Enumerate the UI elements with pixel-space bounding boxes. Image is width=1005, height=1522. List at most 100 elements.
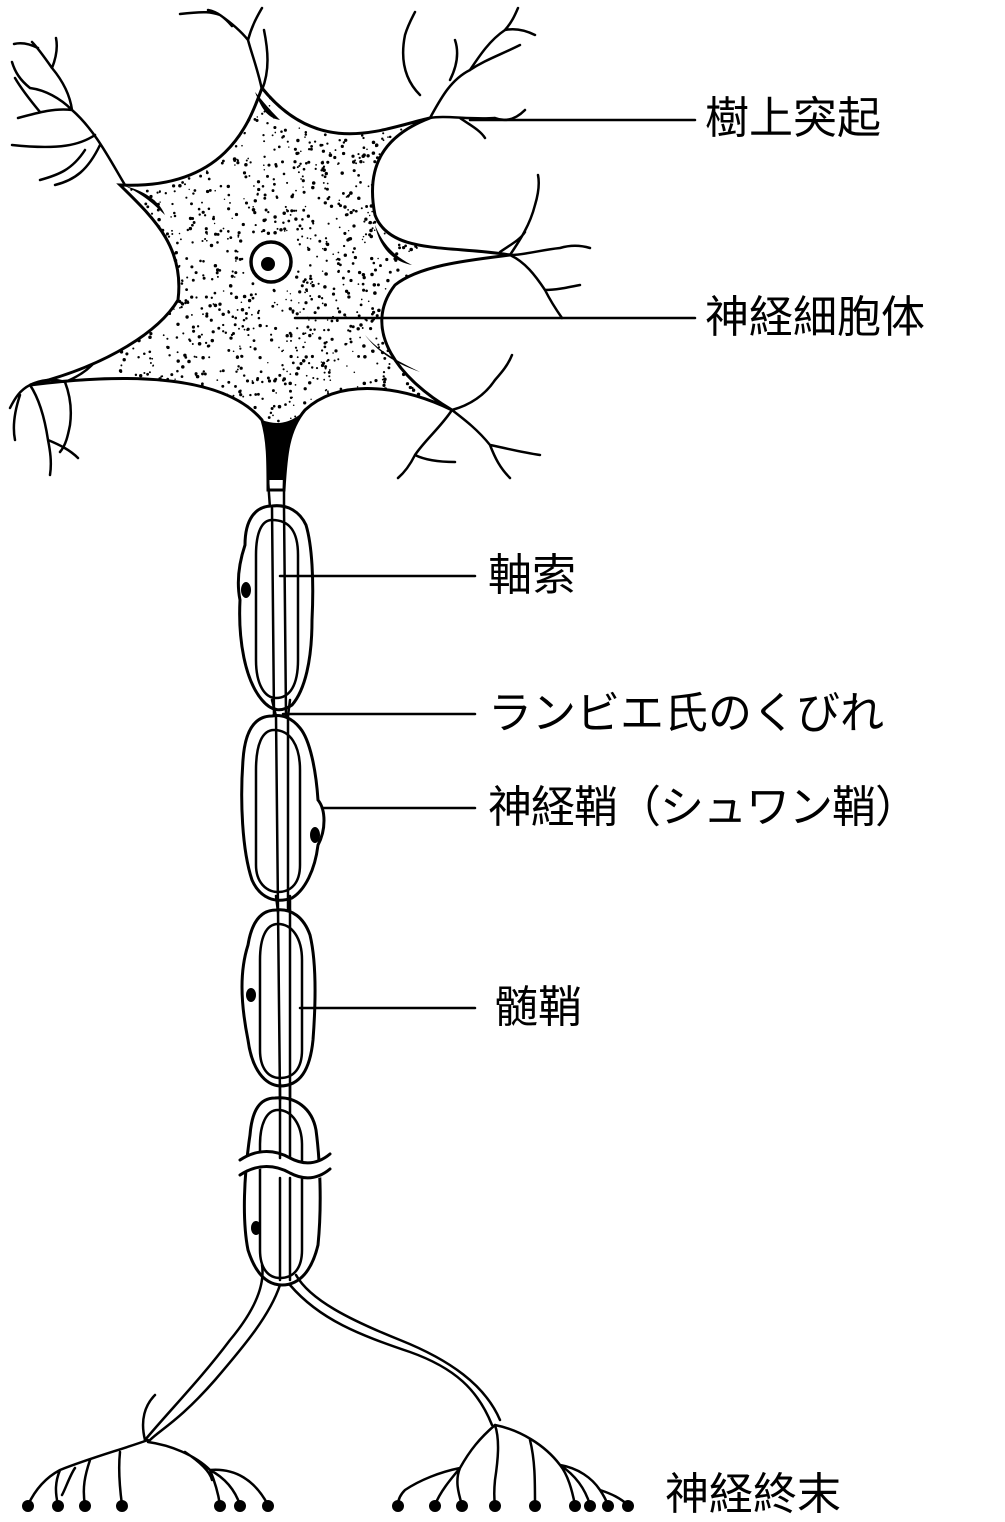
stipple-dot [271, 189, 275, 193]
stipple-dot [251, 282, 255, 286]
stipple-dot [349, 191, 353, 195]
stipple-dot [288, 146, 290, 148]
stipple-dot [291, 361, 295, 365]
stipple-dot [342, 283, 345, 286]
stipple-dot [261, 112, 264, 115]
stipple-dot [281, 160, 284, 164]
break-mark-bottom [238, 1165, 332, 1180]
stipple-dot [310, 145, 313, 148]
stipple-dot [352, 169, 356, 173]
stipple-dot [136, 183, 139, 187]
stipple-dot [330, 337, 334, 341]
stipple-dot [361, 272, 366, 277]
stipple-dot [320, 297, 324, 300]
stipple-dot [234, 212, 239, 217]
stipple-dot [158, 377, 162, 381]
stipple-dot [316, 306, 320, 310]
stipple-dot [316, 255, 319, 258]
stipple-dot [203, 214, 207, 217]
stipple-dot [302, 167, 306, 171]
stipple-dot [383, 232, 386, 235]
stipple-dot [193, 189, 197, 192]
stipple-dot [383, 356, 387, 360]
stipple-dot [349, 340, 353, 344]
stipple-dot [264, 208, 268, 212]
myelin-segment-4 [236, 1096, 332, 1287]
stipple-dot [321, 143, 324, 147]
ranvier-node-3 [278, 1082, 292, 1102]
stipple-dot [185, 257, 189, 260]
stipple-dot [239, 239, 243, 243]
schwann-nucleus-2 [310, 827, 320, 843]
stipple-dot [384, 288, 387, 290]
stipple-dot [400, 128, 403, 131]
stipple-dot [298, 127, 301, 129]
stipple-dot [306, 246, 309, 249]
stipple-dot [386, 278, 390, 283]
stipple-dot [125, 352, 129, 356]
stipple-dot [409, 247, 413, 252]
stipple-dot [348, 236, 353, 241]
stipple-dot [354, 209, 358, 213]
stipple-dot [329, 151, 331, 154]
stipple-dot [357, 153, 360, 156]
stipple-dot [149, 332, 153, 336]
stipple-dot [283, 227, 287, 231]
stipple-dot [266, 231, 271, 235]
schwann-nucleus-1 [241, 582, 251, 598]
stipple-dot [304, 131, 308, 134]
stipple-dot [226, 237, 229, 240]
stipple-dot [237, 234, 240, 237]
stipple-dot [192, 192, 195, 195]
stipple-dot [364, 241, 366, 244]
stipple-dot [211, 330, 215, 334]
stipple-dot [186, 276, 189, 279]
stipple-dot [302, 307, 305, 311]
stipple-dot [362, 235, 365, 238]
stipple-dot [301, 218, 304, 221]
stipple-dot [323, 303, 327, 307]
stipple-dot [199, 174, 203, 178]
stipple-dot [241, 144, 243, 147]
stipple-dot [146, 205, 150, 209]
stipple-dot [304, 161, 308, 165]
stipple-dot [216, 275, 219, 278]
stipple-dot [300, 178, 302, 180]
stipple-dot [335, 319, 339, 322]
stipple-dot [343, 253, 347, 257]
stipple-dot [372, 261, 376, 265]
myelin-segment-2 [240, 714, 326, 902]
stipple-dot [355, 162, 358, 165]
stipple-dot [177, 265, 180, 269]
stipple-dot [292, 209, 296, 212]
stipple-dot [224, 331, 228, 334]
stipple-dot [253, 199, 257, 203]
stipple-dot [173, 258, 178, 263]
stipple-dot [346, 238, 350, 242]
stipple-dot [344, 289, 349, 293]
stipple-dot [353, 255, 358, 260]
terminal-bouton [22, 1500, 34, 1512]
dendrites [8, 6, 592, 480]
stipple-dot [339, 263, 342, 267]
stipple-dot [205, 171, 209, 175]
stipple-dot [204, 341, 208, 345]
stipple-dot [358, 156, 361, 160]
stipple-dot [387, 136, 389, 138]
stipple-dot [204, 230, 208, 234]
stipple-dot [279, 228, 283, 232]
stipple-dot [379, 264, 382, 268]
dendrite-left [8, 363, 94, 477]
stipple-dot [149, 362, 152, 364]
stipple-dot [396, 268, 400, 272]
stipple-dot [351, 154, 355, 158]
stipple-dot [298, 302, 300, 304]
stipple-dot [201, 210, 205, 214]
stipple-dot [291, 396, 293, 399]
stipple-dot [349, 278, 353, 283]
stipple-dot [217, 326, 221, 330]
stipple-dot [229, 236, 233, 240]
stipple-dot [259, 370, 263, 374]
stipple-dot [236, 161, 240, 165]
terminal-bouton [584, 1500, 596, 1512]
